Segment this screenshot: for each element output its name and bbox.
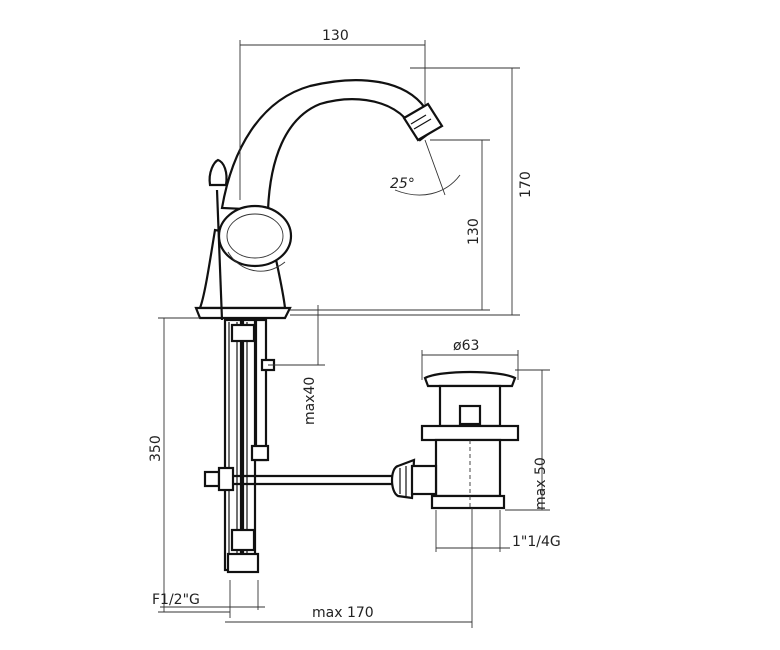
dim-spout-angle: 25° bbox=[390, 176, 415, 192]
lever-disc bbox=[217, 204, 293, 268]
dim-supply-thread: F1/2"G bbox=[152, 592, 200, 608]
dim-connection-max: max40 bbox=[302, 377, 318, 425]
base-plate bbox=[194, 306, 292, 320]
popup-knob bbox=[208, 158, 228, 187]
faucet bbox=[194, 79, 444, 321]
dim-hose-length: 350 bbox=[148, 435, 164, 462]
waste-valve bbox=[390, 370, 520, 510]
popup-linkage bbox=[203, 466, 400, 492]
dim-waste-thread: 1"1/4G bbox=[512, 534, 561, 550]
popup-rod bbox=[215, 189, 224, 321]
dim-waste-max: max 50 bbox=[533, 457, 549, 510]
dimension-lines bbox=[158, 40, 550, 628]
dim-waste-diameter: ø63 bbox=[453, 338, 479, 354]
aerator bbox=[402, 102, 444, 142]
dim-max-width: max 170 bbox=[312, 605, 374, 621]
dim-total-height: 170 bbox=[518, 171, 534, 198]
dim-spout-height: 130 bbox=[466, 218, 482, 245]
dim-spout-reach: 130 bbox=[322, 28, 349, 44]
dimension-labels: 130 170 130 25° 350 max40 ø63 max 50 1"1… bbox=[148, 28, 561, 621]
supply-hoses bbox=[223, 318, 276, 574]
